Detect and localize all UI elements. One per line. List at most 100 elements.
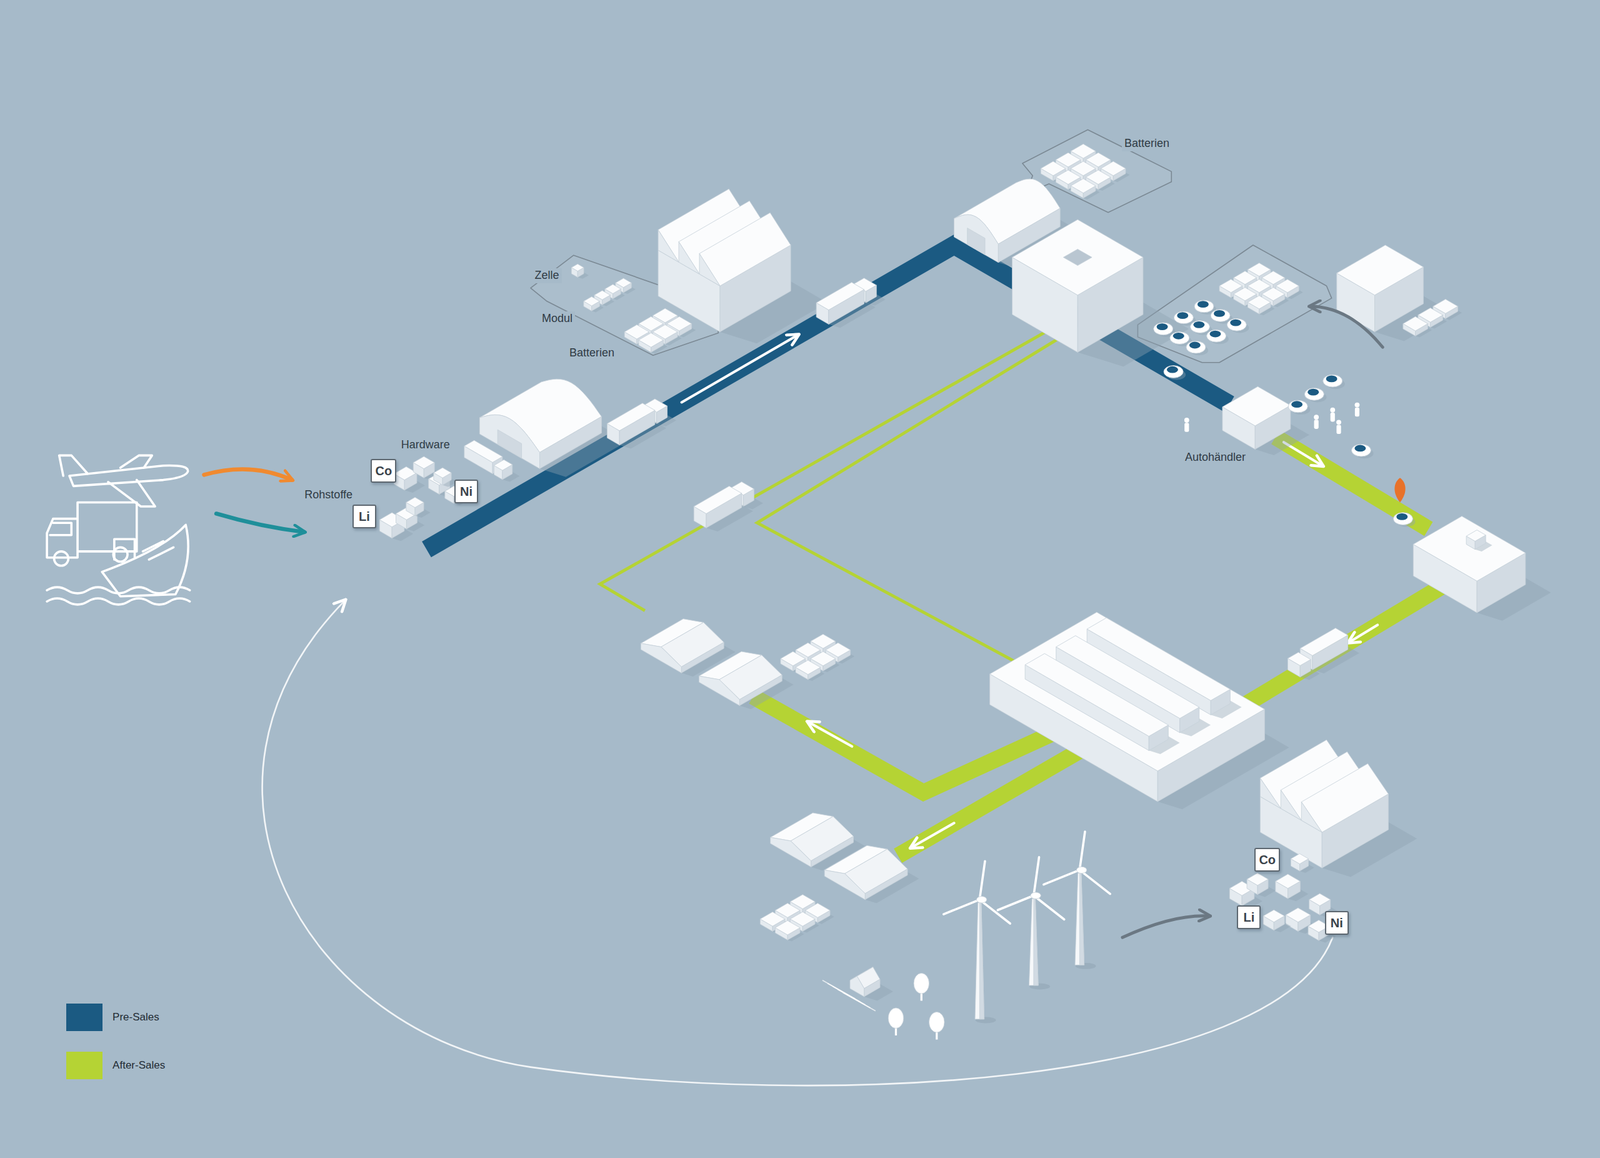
after-sales-band: [1236, 586, 1442, 710]
factory-roof: [699, 212, 791, 286]
legend-text: After-Sales: [112, 1058, 165, 1072]
car-roof: [1291, 400, 1303, 408]
part-label: Modul: [539, 311, 575, 327]
person: [1313, 414, 1319, 420]
car: [1173, 311, 1194, 324]
turbine-tower: [979, 902, 984, 1019]
battery-pack: [795, 660, 821, 675]
hangar: [540, 416, 602, 469]
tree-crown: [929, 1011, 945, 1032]
service-center: [1413, 516, 1526, 582]
legend-entry: After-Sales: [66, 1051, 165, 1079]
storage-house: [824, 869, 865, 899]
turbine-tower: [1075, 872, 1085, 965]
car: [1190, 320, 1210, 334]
element-tile: Co: [370, 458, 397, 483]
battery-pack: [1233, 271, 1257, 285]
car: [1163, 365, 1184, 379]
battery-pack: [638, 332, 664, 347]
car: [1351, 443, 1371, 457]
output-arrow: [1122, 915, 1210, 938]
battery-pack: [615, 278, 632, 288]
flow-arrow: [681, 335, 799, 403]
person: [1355, 407, 1360, 417]
turbine-blade: [1079, 831, 1085, 870]
battery-pack: [1233, 287, 1257, 301]
car: [1393, 512, 1413, 525]
battery-pack: [1261, 287, 1285, 301]
tree-crown: [913, 972, 929, 994]
assembly-plant: [1012, 219, 1144, 295]
part-label: Autohändler: [1182, 450, 1249, 465]
person: [1336, 419, 1342, 425]
element-symbol: Co: [1258, 852, 1276, 867]
turbine-blade: [1079, 869, 1110, 894]
turbine-blade: [997, 895, 1034, 910]
element-symbol: Co: [375, 463, 393, 478]
turbine-nacelle: [1076, 866, 1087, 873]
truck-trailer: [606, 403, 655, 431]
battery-pack: [594, 290, 610, 300]
truck-trailer: [1300, 627, 1348, 655]
recovered-material: [1309, 893, 1331, 906]
car: [1186, 340, 1206, 354]
inbound-arrow: [204, 469, 292, 480]
battery-pack: [1219, 279, 1243, 293]
flow-arrow: [808, 721, 852, 747]
battery-pack: [1070, 178, 1096, 194]
turbine-tower: [1079, 872, 1084, 965]
car-roof: [1396, 513, 1408, 520]
part-label: Hardware: [398, 437, 453, 453]
battery-pack: [1247, 295, 1271, 309]
truck-trailer: [693, 485, 742, 514]
battery-pack: [1261, 271, 1285, 285]
battery-pack: [1247, 279, 1271, 293]
hangar: [954, 214, 999, 262]
factory-roof: [1301, 801, 1322, 833]
car-roof: [1156, 323, 1169, 330]
car: [1304, 388, 1324, 401]
car-roof: [1176, 311, 1189, 319]
car-roof: [1173, 332, 1185, 340]
car: [1210, 309, 1230, 322]
person: [1330, 412, 1335, 422]
legend-swatch: [66, 1003, 103, 1031]
element-tile: Co: [1254, 847, 1280, 872]
location-pin: [1394, 477, 1405, 502]
turbine-blade: [979, 860, 985, 899]
car-roof: [1193, 321, 1205, 329]
wave-icon: [46, 586, 190, 605]
person: [1184, 422, 1189, 432]
truck-trailer: [816, 282, 864, 310]
roof-unit: [1466, 530, 1486, 542]
recovered-material: [1263, 909, 1285, 922]
person: [1184, 417, 1190, 423]
car: [1170, 331, 1190, 345]
element-symbol: Li: [1243, 910, 1255, 924]
turbine-nacelle: [1030, 891, 1041, 899]
tree-crown: [888, 1007, 904, 1029]
inbound-arrow: [216, 513, 304, 532]
battery-pack: [775, 920, 800, 935]
element-tile: Li: [352, 504, 377, 529]
car-dealer: [1222, 386, 1291, 426]
hangar-door: [967, 228, 985, 255]
after-sales-line: [756, 336, 1062, 662]
return-arrow: [1310, 306, 1383, 347]
legend-swatch: [66, 1051, 103, 1079]
recovered-material: [1246, 872, 1269, 885]
recycling-loop-arrow: [262, 600, 1334, 1085]
part-label: Rohstoffe: [301, 487, 355, 503]
car: [1153, 322, 1174, 335]
after-sales-band: [1275, 436, 1429, 529]
car: [1323, 374, 1343, 387]
turbine-blade: [979, 899, 1010, 924]
turbine-tower: [1029, 898, 1039, 985]
element-symbol: Ni: [460, 484, 473, 499]
callout-outline: [1137, 245, 1332, 363]
battery-cell: [571, 263, 584, 271]
element-tile: Li: [1236, 905, 1261, 929]
after-sales-line: [600, 328, 1052, 611]
